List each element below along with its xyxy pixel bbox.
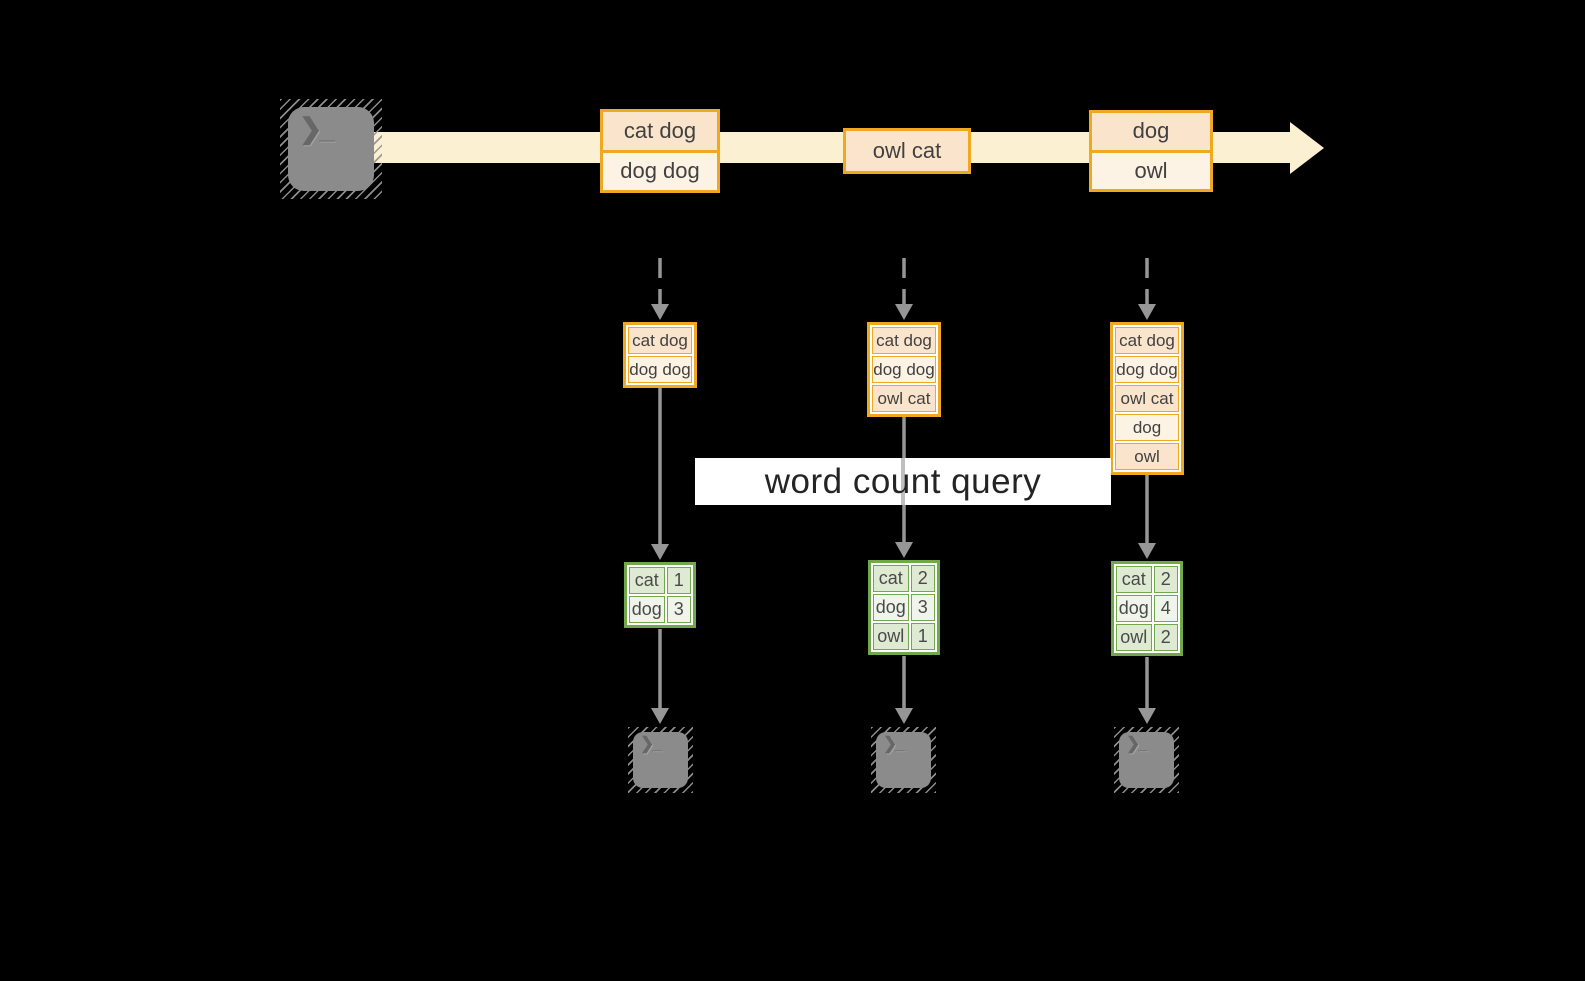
- table-row: cat 1: [629, 567, 691, 594]
- result-count: 2: [1153, 624, 1178, 651]
- result-count: 3: [910, 594, 935, 621]
- input-record: cat dog: [872, 327, 936, 354]
- result-word: owl: [873, 623, 909, 650]
- arrow-crossing-line: [901, 458, 905, 505]
- input-record: dog dog: [872, 356, 936, 383]
- result-table-1: cat 1 dog 3: [624, 562, 696, 628]
- result-word: owl: [1116, 624, 1152, 651]
- result-word: dog: [873, 594, 909, 621]
- input-record: cat dog: [628, 327, 692, 354]
- stream-batch-3: dog owl: [1089, 110, 1213, 192]
- result-word: cat: [629, 567, 665, 594]
- stream-record: owl cat: [846, 131, 968, 171]
- terminal-prompt-icon: ❯_: [299, 113, 335, 144]
- result-word: cat: [873, 565, 909, 592]
- result-count: 4: [1153, 595, 1178, 622]
- word-count-query-label: word count query: [695, 458, 1111, 505]
- terminal-prompt-icon: ❯_: [1126, 734, 1148, 753]
- terminal-body: ❯_: [288, 107, 374, 191]
- stream-record: cat dog: [603, 112, 717, 150]
- stream-batch-2: owl cat: [843, 128, 971, 174]
- result-word: dog: [1116, 595, 1152, 622]
- input-record: owl cat: [1115, 385, 1179, 412]
- result-word: cat: [1116, 566, 1152, 593]
- stream-record: dog dog: [603, 149, 717, 190]
- terminal-body: ❯_: [876, 732, 931, 788]
- table-row: dog 3: [629, 596, 691, 623]
- terminal-body: ❯_: [1119, 732, 1174, 788]
- table-row: dog 3: [873, 594, 935, 621]
- output-terminal-icon-2: ❯_: [871, 727, 936, 793]
- stream-record: owl: [1092, 149, 1210, 189]
- stream-record: dog: [1092, 113, 1210, 150]
- terminal-prompt-icon: ❯_: [640, 734, 662, 753]
- query-label-text: word count query: [764, 461, 1042, 501]
- table-row: cat 2: [873, 565, 935, 592]
- input-record: dog dog: [1115, 356, 1179, 383]
- input-table-2: cat dog dog dog owl cat: [867, 322, 941, 417]
- input-record: cat dog: [1115, 327, 1179, 354]
- input-table-3: cat dog dog dog owl cat dog owl: [1110, 322, 1184, 475]
- input-record: owl: [1115, 443, 1179, 470]
- terminal-body: ❯_: [633, 732, 688, 788]
- table-row: dog 4: [1116, 595, 1178, 622]
- source-terminal-icon: ❯_: [280, 99, 382, 199]
- table-row: owl 1: [873, 623, 935, 650]
- result-count: 2: [910, 565, 935, 592]
- table-row: owl 2: [1116, 624, 1178, 651]
- input-record: owl cat: [872, 385, 936, 412]
- table-row: cat 2: [1116, 566, 1178, 593]
- stream-batch-1: cat dog dog dog: [600, 109, 720, 193]
- result-count: 1: [910, 623, 935, 650]
- output-terminal-icon-1: ❯_: [628, 727, 693, 793]
- input-stream-arrowhead-icon: [1290, 122, 1324, 174]
- terminal-prompt-icon: ❯_: [883, 734, 905, 753]
- result-table-2: cat 2 dog 3 owl 1: [868, 560, 940, 655]
- input-record: dog dog: [628, 356, 692, 383]
- result-count: 1: [666, 567, 691, 594]
- result-count: 3: [666, 596, 691, 623]
- input-table-1: cat dog dog dog: [623, 322, 697, 388]
- result-table-3: cat 2 dog 4 owl 2: [1111, 561, 1183, 656]
- input-record: dog: [1115, 414, 1179, 441]
- result-word: dog: [629, 596, 665, 623]
- output-terminal-icon-3: ❯_: [1114, 727, 1179, 793]
- result-count: 2: [1153, 566, 1178, 593]
